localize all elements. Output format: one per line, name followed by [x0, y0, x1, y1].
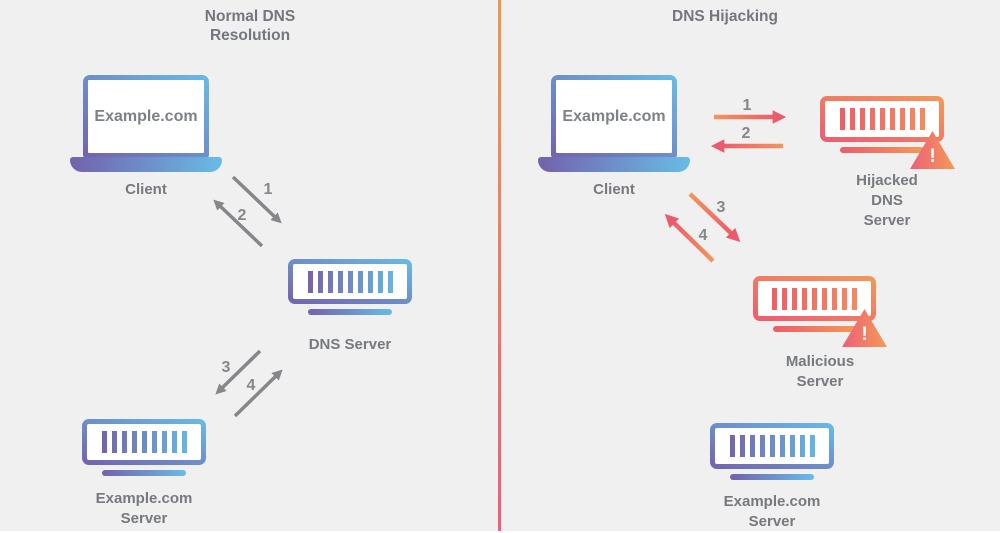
- client-laptop-icon: Example.com: [70, 75, 222, 172]
- server-face: [87, 424, 201, 460]
- dns-server-icon: [288, 259, 412, 315]
- server-vents-icon: [307, 270, 393, 293]
- step-number: 2: [237, 207, 247, 224]
- server-underline: [102, 470, 186, 476]
- warning-glyph: !: [861, 324, 868, 345]
- step-number: 3: [221, 359, 231, 376]
- server-box: [820, 96, 944, 142]
- server-face: [758, 281, 871, 316]
- laptop-screen-text: Example.com: [556, 80, 672, 153]
- panel-divider: [498, 0, 501, 531]
- bottom-edge: [0, 531, 1000, 533]
- client-laptop-icon: Example.com: [538, 75, 690, 172]
- client-label: Client: [125, 181, 167, 198]
- laptop-base: [70, 157, 222, 172]
- origin-server-icon: [710, 423, 834, 480]
- malicious-server-icon: [753, 276, 876, 332]
- warning-glyph: !: [929, 146, 936, 167]
- left-panel-title: Normal DNS Resolution: [204, 8, 296, 44]
- arrow-left-step1: [231, 175, 282, 224]
- hijacked-dns-server-icon: [820, 96, 944, 153]
- server-underline: [772, 326, 857, 332]
- server-box: [753, 276, 876, 321]
- arrow-right-step4: [664, 213, 715, 263]
- server-vents-icon: [729, 435, 815, 457]
- step-number: 1: [263, 181, 273, 198]
- hijacked-dns-server-label: Hijacked DNS Server: [856, 172, 918, 229]
- right-panel-title: DNS Hijacking: [672, 8, 778, 25]
- origin-server-label: Example.com Server: [723, 493, 821, 530]
- dns-server-label: DNS Server: [308, 336, 392, 353]
- server-underline: [308, 309, 392, 315]
- server-vents-icon: [772, 287, 857, 310]
- step-number: 4: [698, 227, 708, 244]
- malicious-server-label: Malicious Server: [785, 353, 855, 390]
- server-face: [825, 101, 939, 137]
- step-number: 3: [716, 199, 726, 216]
- arrow-left-step2: [213, 199, 264, 248]
- arrow-left-step4: [233, 369, 283, 418]
- origin-server-icon: [82, 419, 206, 476]
- laptop-base: [538, 157, 690, 172]
- server-face: [293, 264, 407, 299]
- arrow-left-step3: [215, 349, 262, 395]
- laptop-screen-text: Example.com: [88, 80, 204, 153]
- laptop-screen: Example.com: [83, 75, 209, 158]
- step-number: 4: [246, 377, 256, 394]
- step-number: 1: [742, 97, 752, 114]
- server-face: [715, 428, 829, 464]
- server-underline: [840, 147, 924, 153]
- server-vents-icon: [839, 108, 925, 130]
- server-box: [288, 259, 412, 304]
- client-label: Client: [593, 181, 635, 198]
- server-vents-icon: [101, 431, 187, 453]
- step-number: 2: [741, 125, 751, 142]
- arrow-right-step3: [688, 192, 741, 242]
- server-box: [82, 419, 206, 465]
- server-underline: [730, 474, 814, 480]
- server-box: [710, 423, 834, 469]
- laptop-screen: Example.com: [551, 75, 677, 158]
- origin-server-label: Example.com Server: [95, 490, 193, 527]
